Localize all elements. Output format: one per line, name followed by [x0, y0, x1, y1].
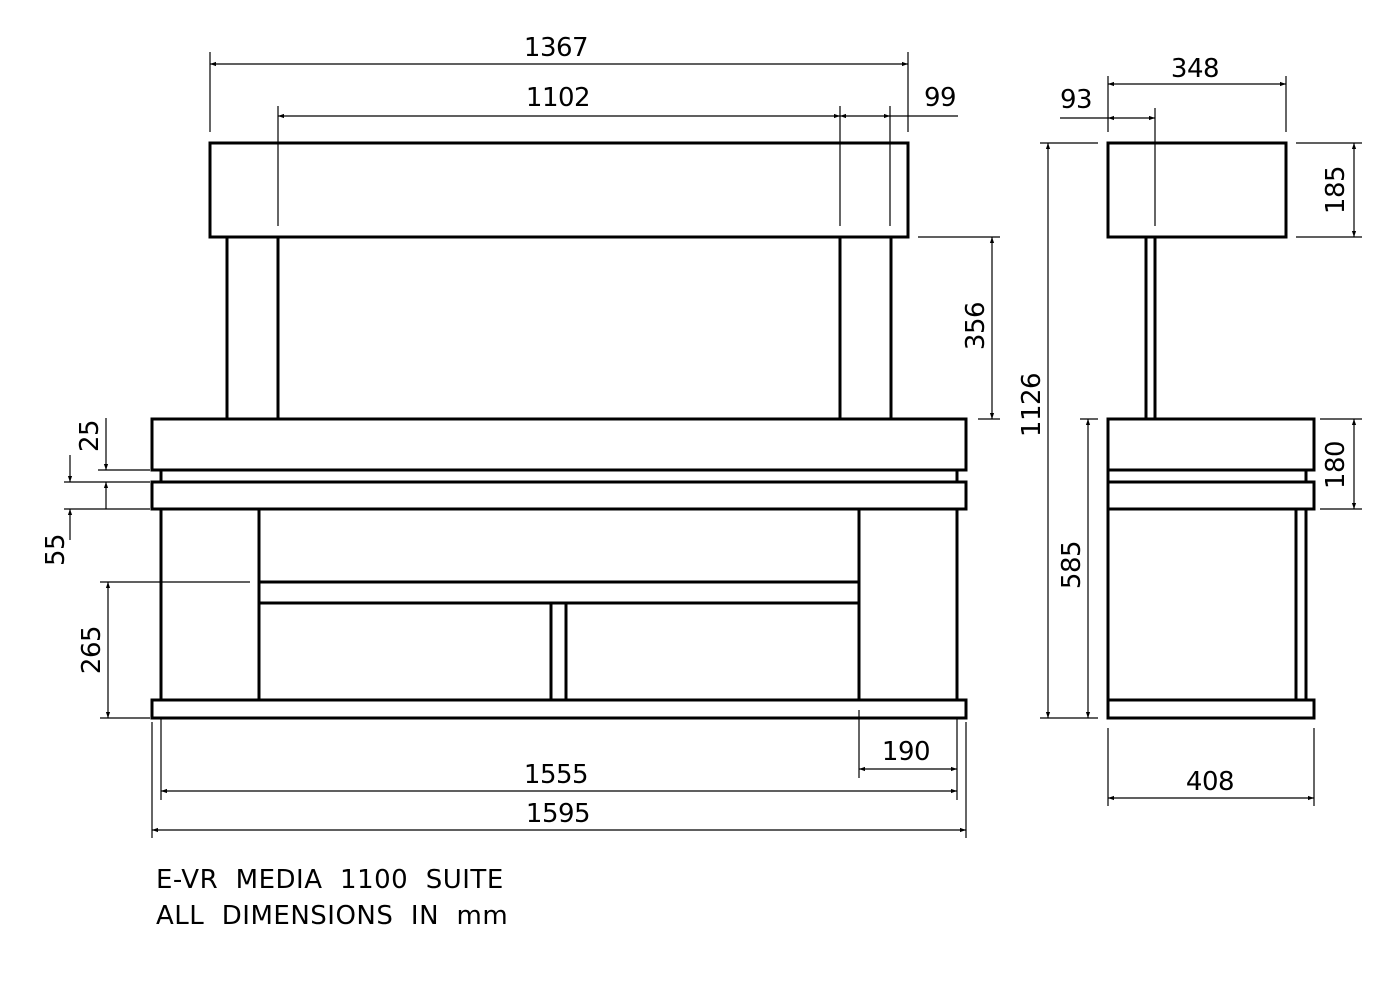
dim-side-top-depth: 348: [1171, 54, 1219, 84]
side-mantel: [1106, 417, 1316, 472]
dim-overall-height: 1126: [1017, 373, 1047, 437]
front-mantel: [150, 417, 968, 472]
side-hood: [1106, 141, 1288, 239]
front-center-divider: [549, 601, 568, 702]
front-hood: [208, 141, 910, 239]
front-view: [150, 141, 968, 720]
side-back-leg: [1294, 507, 1308, 702]
side-base: [1106, 698, 1316, 720]
dim-top-overhang: 99: [924, 83, 956, 113]
dim-hood-gap-height: 356: [961, 302, 991, 350]
dim-base-width-inner: 1555: [524, 760, 588, 790]
front-mantel-gap: [159, 468, 959, 484]
dim-side-mantel-height: 180: [1321, 441, 1351, 489]
front-left-upright: [225, 235, 280, 421]
front-base: [150, 698, 968, 720]
side-shelf-band: [1106, 480, 1316, 511]
dim-side-top-offset: 93: [1060, 85, 1092, 115]
side-upright: [1144, 235, 1157, 421]
dim-side-top-height: 185: [1321, 166, 1351, 214]
dim-side-base-depth: 408: [1186, 767, 1234, 797]
dim-lower-shelf-height: 265: [77, 626, 107, 674]
dim-base-width-overall: 1595: [526, 799, 590, 829]
dim-top-width-inner: 1102: [526, 83, 590, 113]
dim-top-width-overall: 1367: [524, 33, 588, 63]
title-line-1: E-VR MEDIA 1100 SUITE: [156, 865, 504, 895]
dim-leg-width: 190: [882, 737, 930, 767]
dim-mantel-gap: 25: [75, 420, 105, 452]
side-mantel-gap: [1106, 468, 1308, 484]
title-line-2: ALL DIMENSIONS IN mm: [156, 901, 508, 931]
side-view: [1106, 141, 1316, 720]
front-middle-shelf: [257, 580, 861, 605]
dim-shelf-band: 55: [41, 534, 71, 566]
front-right-upright: [838, 235, 893, 421]
dim-side-lower-height: 585: [1057, 541, 1087, 589]
front-shelf-band: [150, 480, 968, 511]
